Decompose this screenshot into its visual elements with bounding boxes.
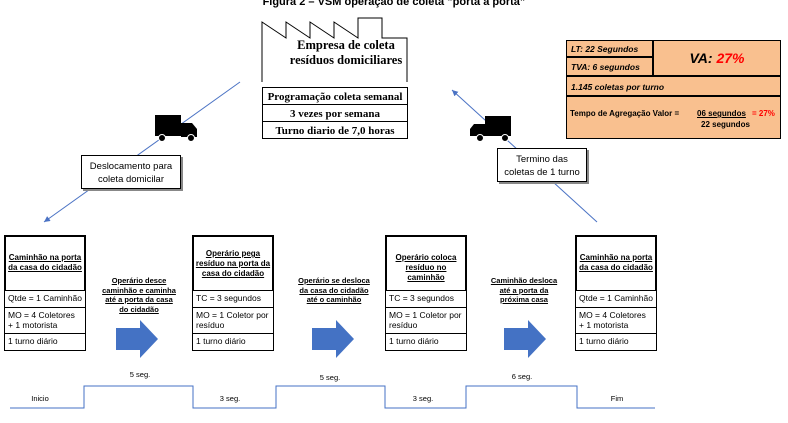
process-row: Qtde = 1 Caminhão [4, 290, 86, 308]
timeline-time-label: 6 seg. [511, 372, 533, 381]
process-header: Caminhão na porta da casa do cidadão [575, 235, 657, 290]
process-row: TC = 3 segundos [385, 290, 467, 308]
process-row: 1 turno diário [575, 334, 657, 351]
arrow-left-down [43, 81, 241, 223]
schedule-frequencia: 3 vezes por semana [262, 104, 408, 122]
process-box-caminhao-inicio: Caminhão na porta da casa do cidadão Qtd… [4, 235, 86, 351]
process-box-operario-pega: Operário pega resíduo na porta da casa d… [192, 235, 274, 351]
figure-title: Figura 2 – VSM operação de coleta “porta… [262, 0, 526, 8]
process-row: 1 turno diário [385, 334, 467, 351]
process-box-operario-coloca: Operário coloca resíduo no caminhão TC =… [385, 235, 467, 351]
process-row: Qtde = 1 Caminhão [575, 290, 657, 308]
process-row: MO = 1 Coletor por resíduo [192, 308, 274, 334]
company-name: Empresa de coleta resíduos domiciliares [289, 38, 403, 67]
timeline-line [10, 385, 655, 409]
schedule-programacao: Programação coleta semanal [262, 87, 408, 105]
timeline-time-label: 3 seg. [219, 394, 241, 403]
process-header: Operário coloca resíduo no caminhão [385, 235, 467, 290]
step-caminhao-desloca: Caminhão desloca até a porta da próxima … [490, 276, 558, 304]
process-row: 1 turno diário [4, 334, 86, 351]
process-row: MO = 4 Coletores + 1 motorista [4, 308, 86, 334]
factory-icon [261, 17, 408, 82]
kpi-tempo-agregacao: Tempo de Agregação Valor = 06 segundos =… [566, 96, 781, 139]
process-header: Operário pega resíduo na porta da casa d… [192, 235, 274, 290]
callout-termino: Termino das coletas de 1 turno [497, 148, 587, 182]
process-box-caminhao-fim: Caminhão na porta da casa do cidadão Qtd… [575, 235, 657, 351]
process-row: 1 turno diário [192, 334, 274, 351]
timeline-start-label: Inicio [31, 394, 49, 403]
process-row: MO = 4 Coletores + 1 motorista [575, 308, 657, 334]
process-row: MO = 1 Coletor por resíduo [385, 308, 467, 334]
step-operario-se-desloca: Operário se desloca da casa do cidadão a… [298, 276, 370, 304]
push-arrow-icon [312, 320, 354, 358]
schedule-turno: Turno diario de 7,0 horas [262, 121, 408, 139]
callout-deslocamento: Deslocamento para coleta domicilar [81, 155, 181, 189]
push-arrow-icon [504, 320, 546, 358]
kpi-tva: TVA: 6 segundos [566, 57, 653, 76]
process-header: Caminhão na porta da casa do cidadão [4, 235, 86, 290]
timeline-time-label: 5 seg. [319, 373, 341, 382]
process-row: TC = 3 segundos [192, 290, 274, 308]
kpi-coletas: 1.145 coletas por turno [566, 76, 781, 96]
timeline-time-label: 5 seg. [129, 370, 151, 379]
kpi-va: VA: 27% [653, 40, 781, 76]
timeline-end-label: Fim [610, 394, 624, 403]
kpi-lt: LT: 22 Segundos [566, 40, 653, 57]
push-arrow-icon [116, 320, 158, 358]
truck-icon [470, 116, 511, 142]
timeline-time-label: 3 seg. [412, 394, 434, 403]
step-operario-desce: Operário desce caminhão e caminha até a … [102, 276, 176, 314]
truck-icon [155, 115, 197, 142]
